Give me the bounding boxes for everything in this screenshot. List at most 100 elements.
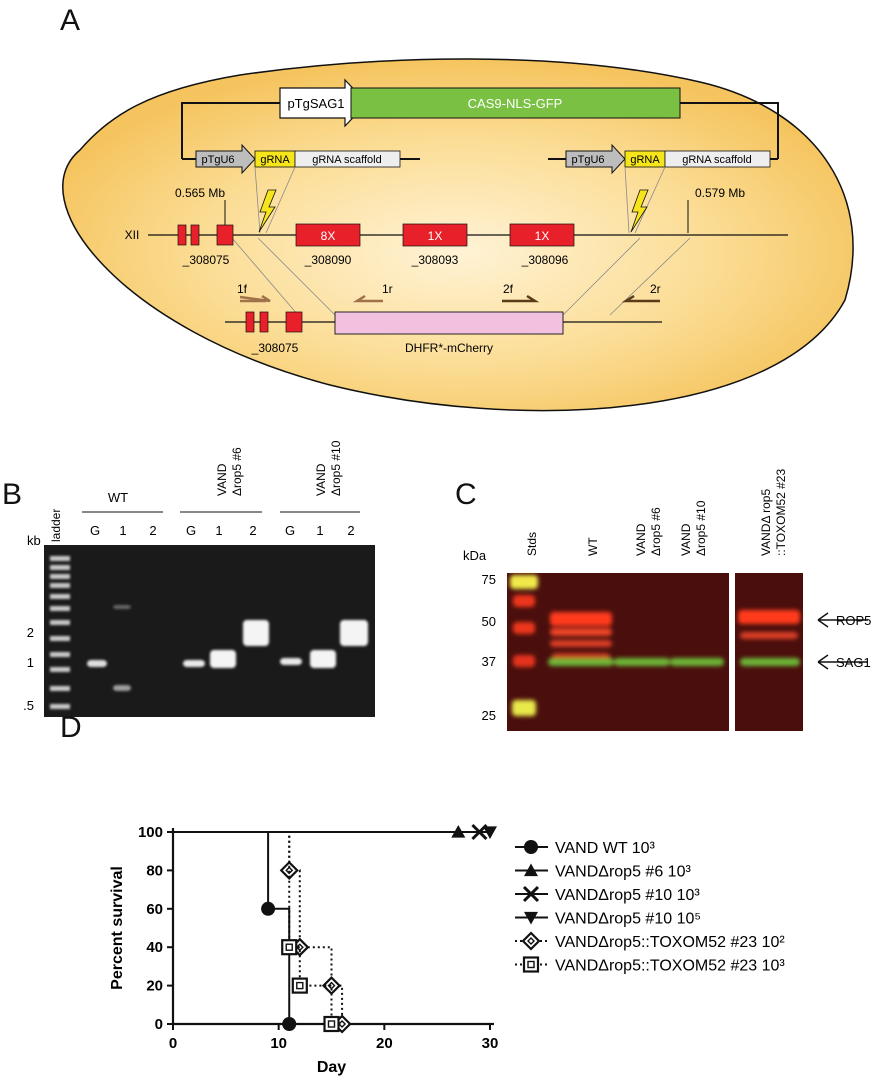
kda-label: kDa <box>463 548 487 563</box>
blot-band <box>550 612 612 626</box>
panel-a-label: A <box>60 4 80 37</box>
gene-308090-box <box>295 223 361 247</box>
panel-c-label: C <box>455 478 477 511</box>
primer-1f-arrow <box>239 294 271 303</box>
series-marker <box>323 1015 340 1033</box>
legend-item: VANDΔrop5::TOXOM52 #23 10³ <box>515 956 785 975</box>
lane-stds-label: Stds <box>525 532 539 556</box>
x-tick-label: 10 <box>270 1035 287 1052</box>
series-3 <box>173 826 497 839</box>
x-tick-label: 20 <box>376 1035 393 1052</box>
legend-marker <box>522 956 540 973</box>
y-tick-label: 100 <box>138 824 163 841</box>
x-axis-title: Day <box>317 1059 346 1076</box>
ladder-band <box>50 606 70 611</box>
y-tick-label: 40 <box>146 939 163 956</box>
exon-bottom-c <box>285 311 303 333</box>
panel-a: A pTgSAG1 CAS9-NLS-GFP pTgU6 gRNA gRNA s… <box>60 4 854 412</box>
legend-label: VANDΔrop5::TOXOM52 #23 10² <box>555 934 785 951</box>
y-tick-label: 80 <box>146 862 163 879</box>
gene-308096-count: 1X <box>535 229 550 243</box>
lane-vand6-line2: Δrop5 #6 <box>649 507 663 556</box>
gene-308090-count: 8X <box>321 229 336 243</box>
ladder-label: ladder <box>49 509 63 542</box>
blot-band <box>513 655 535 667</box>
promoter-sag1-label: pTgSAG1 <box>287 96 344 111</box>
ladder-band <box>50 686 70 691</box>
lightning-right-icon <box>630 189 649 233</box>
kb-label: kb <box>27 533 41 548</box>
gel-band <box>310 650 336 668</box>
legend-marker <box>524 863 538 877</box>
legend-label: VANDΔrop5 #10 10⁵ <box>555 911 701 928</box>
blot-band <box>512 700 536 716</box>
ladder-band <box>50 620 70 625</box>
mb-right-label: 0.579 Mb <box>695 186 745 200</box>
rop5-label: ROP5 <box>836 613 871 628</box>
lane-vand10-line1: VAND <box>679 523 693 556</box>
series-0 <box>173 831 297 1031</box>
series-line <box>173 831 291 1024</box>
pTgU6-right-label: pTgU6 <box>571 154 604 166</box>
sag1-label: SAG1 <box>836 655 871 670</box>
exon-308075-c <box>216 224 234 246</box>
series-line <box>173 831 333 1024</box>
ladder-band <box>50 667 70 672</box>
gel-band <box>340 620 368 646</box>
lane-wt-label: WT <box>586 537 600 556</box>
primer-2f-arrow <box>502 294 540 303</box>
blot-band <box>550 628 612 636</box>
blot-band <box>550 640 612 647</box>
blot-band <box>548 658 614 666</box>
x-tick-label: 0 <box>169 1035 177 1052</box>
primer-2r-arrow <box>621 294 660 303</box>
gRNA-left-label: gRNA <box>260 154 290 166</box>
lane-label: 2 <box>149 523 156 538</box>
group-vand6-line1: VAND <box>215 463 229 496</box>
lane-label: 1 <box>119 523 126 538</box>
series-marker <box>281 939 298 956</box>
lane-comp-line1: VANDΔ rop5 <box>759 489 773 556</box>
lane-label: 1 <box>215 523 222 538</box>
lane-comp-line2: ::TOXOM52 #23 <box>774 469 788 556</box>
legend-marker <box>524 911 538 925</box>
primer-2f-label: 2f <box>503 282 514 296</box>
scaffold-right-label: gRNA scaffold <box>682 154 752 166</box>
gene-308093-label: _308093 <box>411 253 459 267</box>
exon-308075-b <box>190 224 200 246</box>
ladder-band <box>50 574 70 579</box>
gene-bottom-label: _308075 <box>251 341 299 355</box>
lane-vand6-line1: VAND <box>634 523 648 556</box>
blot-band <box>670 658 724 666</box>
ladder-band <box>50 583 70 588</box>
blot-band <box>614 658 670 666</box>
size-05-label: .5 <box>23 698 34 713</box>
size-1-label: 1 <box>27 655 34 670</box>
x-tick-label: 30 <box>482 1035 499 1052</box>
lane-label: G <box>90 523 100 538</box>
gel-band <box>113 605 131 609</box>
series-5 <box>173 831 340 1033</box>
panel-d-label: D <box>60 711 82 744</box>
panel-b: B kb ladder WT VAND Δrop5 #6 VAND Δrop5 … <box>2 440 375 717</box>
scaffold-left-label: gRNA scaffold <box>312 154 382 166</box>
blot-band <box>738 610 800 624</box>
y-tick-label: 60 <box>146 901 163 918</box>
series-marker <box>483 826 497 839</box>
pTgU6-right-arrow <box>565 143 626 175</box>
legend-marker <box>522 885 540 903</box>
plasmid: pTgSAG1 CAS9-NLS-GFP pTgU6 gRNA gRNA sca… <box>181 78 779 175</box>
blot-band <box>740 658 800 666</box>
ladder-band <box>50 704 70 709</box>
cas9-label: CAS9-NLS-GFP <box>468 96 563 111</box>
blot-band <box>513 622 535 634</box>
lane-label: 2 <box>347 523 354 538</box>
blot-band <box>513 595 535 607</box>
pTgU6-left-arrow <box>195 143 256 175</box>
lane-label: G <box>186 523 196 538</box>
legend-label: VANDΔrop5 #10 10³ <box>555 887 700 904</box>
